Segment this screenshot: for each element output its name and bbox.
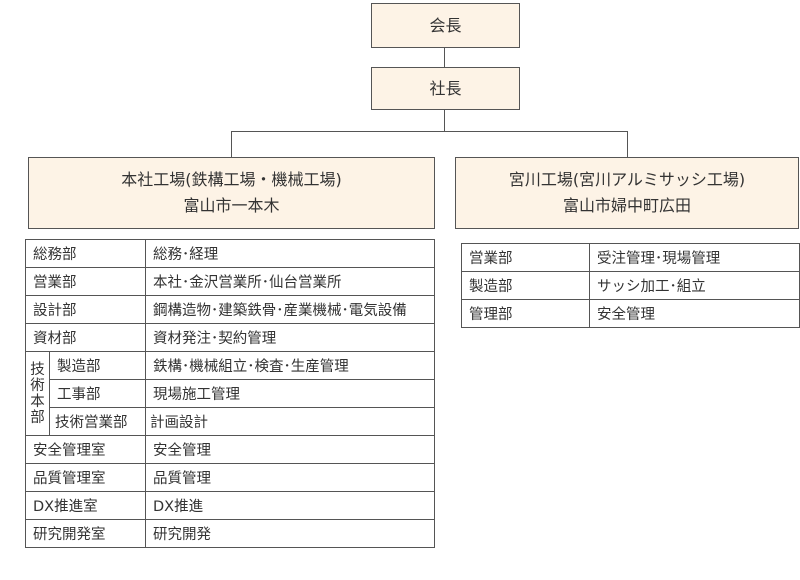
table-row: 安全管理室 安全管理 xyxy=(25,435,435,464)
dept-duty: 安全管理 xyxy=(145,435,435,464)
honsha-location: 富山市一本木 xyxy=(183,196,280,215)
connector-chairman-president xyxy=(444,47,445,68)
dept-name: 製造部 xyxy=(49,351,146,380)
dept-name: 品質管理室 xyxy=(25,463,146,492)
dept-name: 管理部 xyxy=(461,299,590,328)
dept-name: 技術営業部 xyxy=(49,407,146,436)
table-row: 工事部 現場施工管理 xyxy=(26,379,435,408)
table-row: DX推進室 DX推進 xyxy=(25,491,435,520)
table-row: 総務部 総務･経理 xyxy=(25,239,435,268)
dept-duty: 受注管理･現場管理 xyxy=(589,243,800,272)
table-row: 管理部 安全管理 xyxy=(461,299,800,328)
dept-duty: 研究開発 xyxy=(145,519,435,548)
dept-duty: 計画設計 xyxy=(145,407,435,436)
gijutsu-honbu-group-label: 技 術 本 部 xyxy=(25,351,50,436)
dept-name: 製造部 xyxy=(461,271,590,300)
table-row: 資材部 資材発注･契約管理 xyxy=(25,323,435,352)
dept-duty: 鉄構･機械組立･検査･生産管理 xyxy=(145,351,435,380)
dept-duty: 現場施工管理 xyxy=(145,379,435,408)
connector-miyakawa xyxy=(627,131,628,158)
dept-name: 営業部 xyxy=(461,243,590,272)
dept-duty: 鋼構造物･建築鉄骨･産業機械･電気設備 xyxy=(145,295,435,324)
dept-duty: DX推進 xyxy=(145,491,435,520)
president-label: 社長 xyxy=(429,78,462,98)
honsha-dept-table: 総務部 総務･経理 営業部 本社･金沢営業所･仙台営業所 設計部 鋼構造物･建築… xyxy=(25,239,435,548)
dept-name: 工事部 xyxy=(49,379,146,408)
dept-name: 安全管理室 xyxy=(25,435,146,464)
dept-name: 総務部 xyxy=(25,239,146,268)
table-row: 設計部 鋼構造物･建築鉄骨･産業機械･電気設備 xyxy=(25,295,435,324)
table-row: 研究開発室 研究開発 xyxy=(25,519,435,548)
table-row: 品質管理室 品質管理 xyxy=(25,463,435,492)
connector-president-branch xyxy=(444,109,445,132)
connector-honsha xyxy=(231,131,232,158)
president-box: 社長 xyxy=(371,67,520,110)
dept-name: 研究開発室 xyxy=(25,519,146,548)
dept-duty: 総務･経理 xyxy=(145,239,435,268)
chairman-label: 会長 xyxy=(429,15,462,35)
honsha-factory-box: 本社工場(鉄構工場・機械工場) 富山市一本木 xyxy=(28,157,435,229)
dept-duty: 安全管理 xyxy=(589,299,800,328)
dept-name: 営業部 xyxy=(25,267,146,296)
dept-name: DX推進室 xyxy=(25,491,146,520)
dept-duty: 本社･金沢営業所･仙台営業所 xyxy=(145,267,435,296)
table-row: 技術営業部 計画設計 xyxy=(26,407,435,436)
miyakawa-dept-table: 営業部 受注管理･現場管理 製造部 サッシ加工･組立 管理部 安全管理 xyxy=(461,243,800,328)
connector-horizontal xyxy=(231,131,628,132)
chairman-box: 会長 xyxy=(371,3,520,48)
dept-duty: 資材発注･契約管理 xyxy=(145,323,435,352)
table-row: 技 術 本 部 製造部 鉄構･機械組立･検査･生産管理 xyxy=(25,351,435,436)
dept-name: 設計部 xyxy=(25,295,146,324)
miyakawa-title: 宮川工場(宮川アルミサッシ工場) xyxy=(508,170,746,189)
miyakawa-location: 富山市婦中町広田 xyxy=(562,196,691,215)
miyakawa-factory-box: 宮川工場(宮川アルミサッシ工場) 富山市婦中町広田 xyxy=(455,157,799,229)
dept-name: 資材部 xyxy=(25,323,146,352)
dept-duty: サッシ加工･組立 xyxy=(589,271,800,300)
table-row: 営業部 受注管理･現場管理 xyxy=(461,243,800,272)
table-row: 製造部 サッシ加工･組立 xyxy=(461,271,800,300)
honsha-title: 本社工場(鉄構工場・機械工場) xyxy=(121,170,342,189)
dept-duty: 品質管理 xyxy=(145,463,435,492)
table-row: 営業部 本社･金沢営業所･仙台営業所 xyxy=(25,267,435,296)
